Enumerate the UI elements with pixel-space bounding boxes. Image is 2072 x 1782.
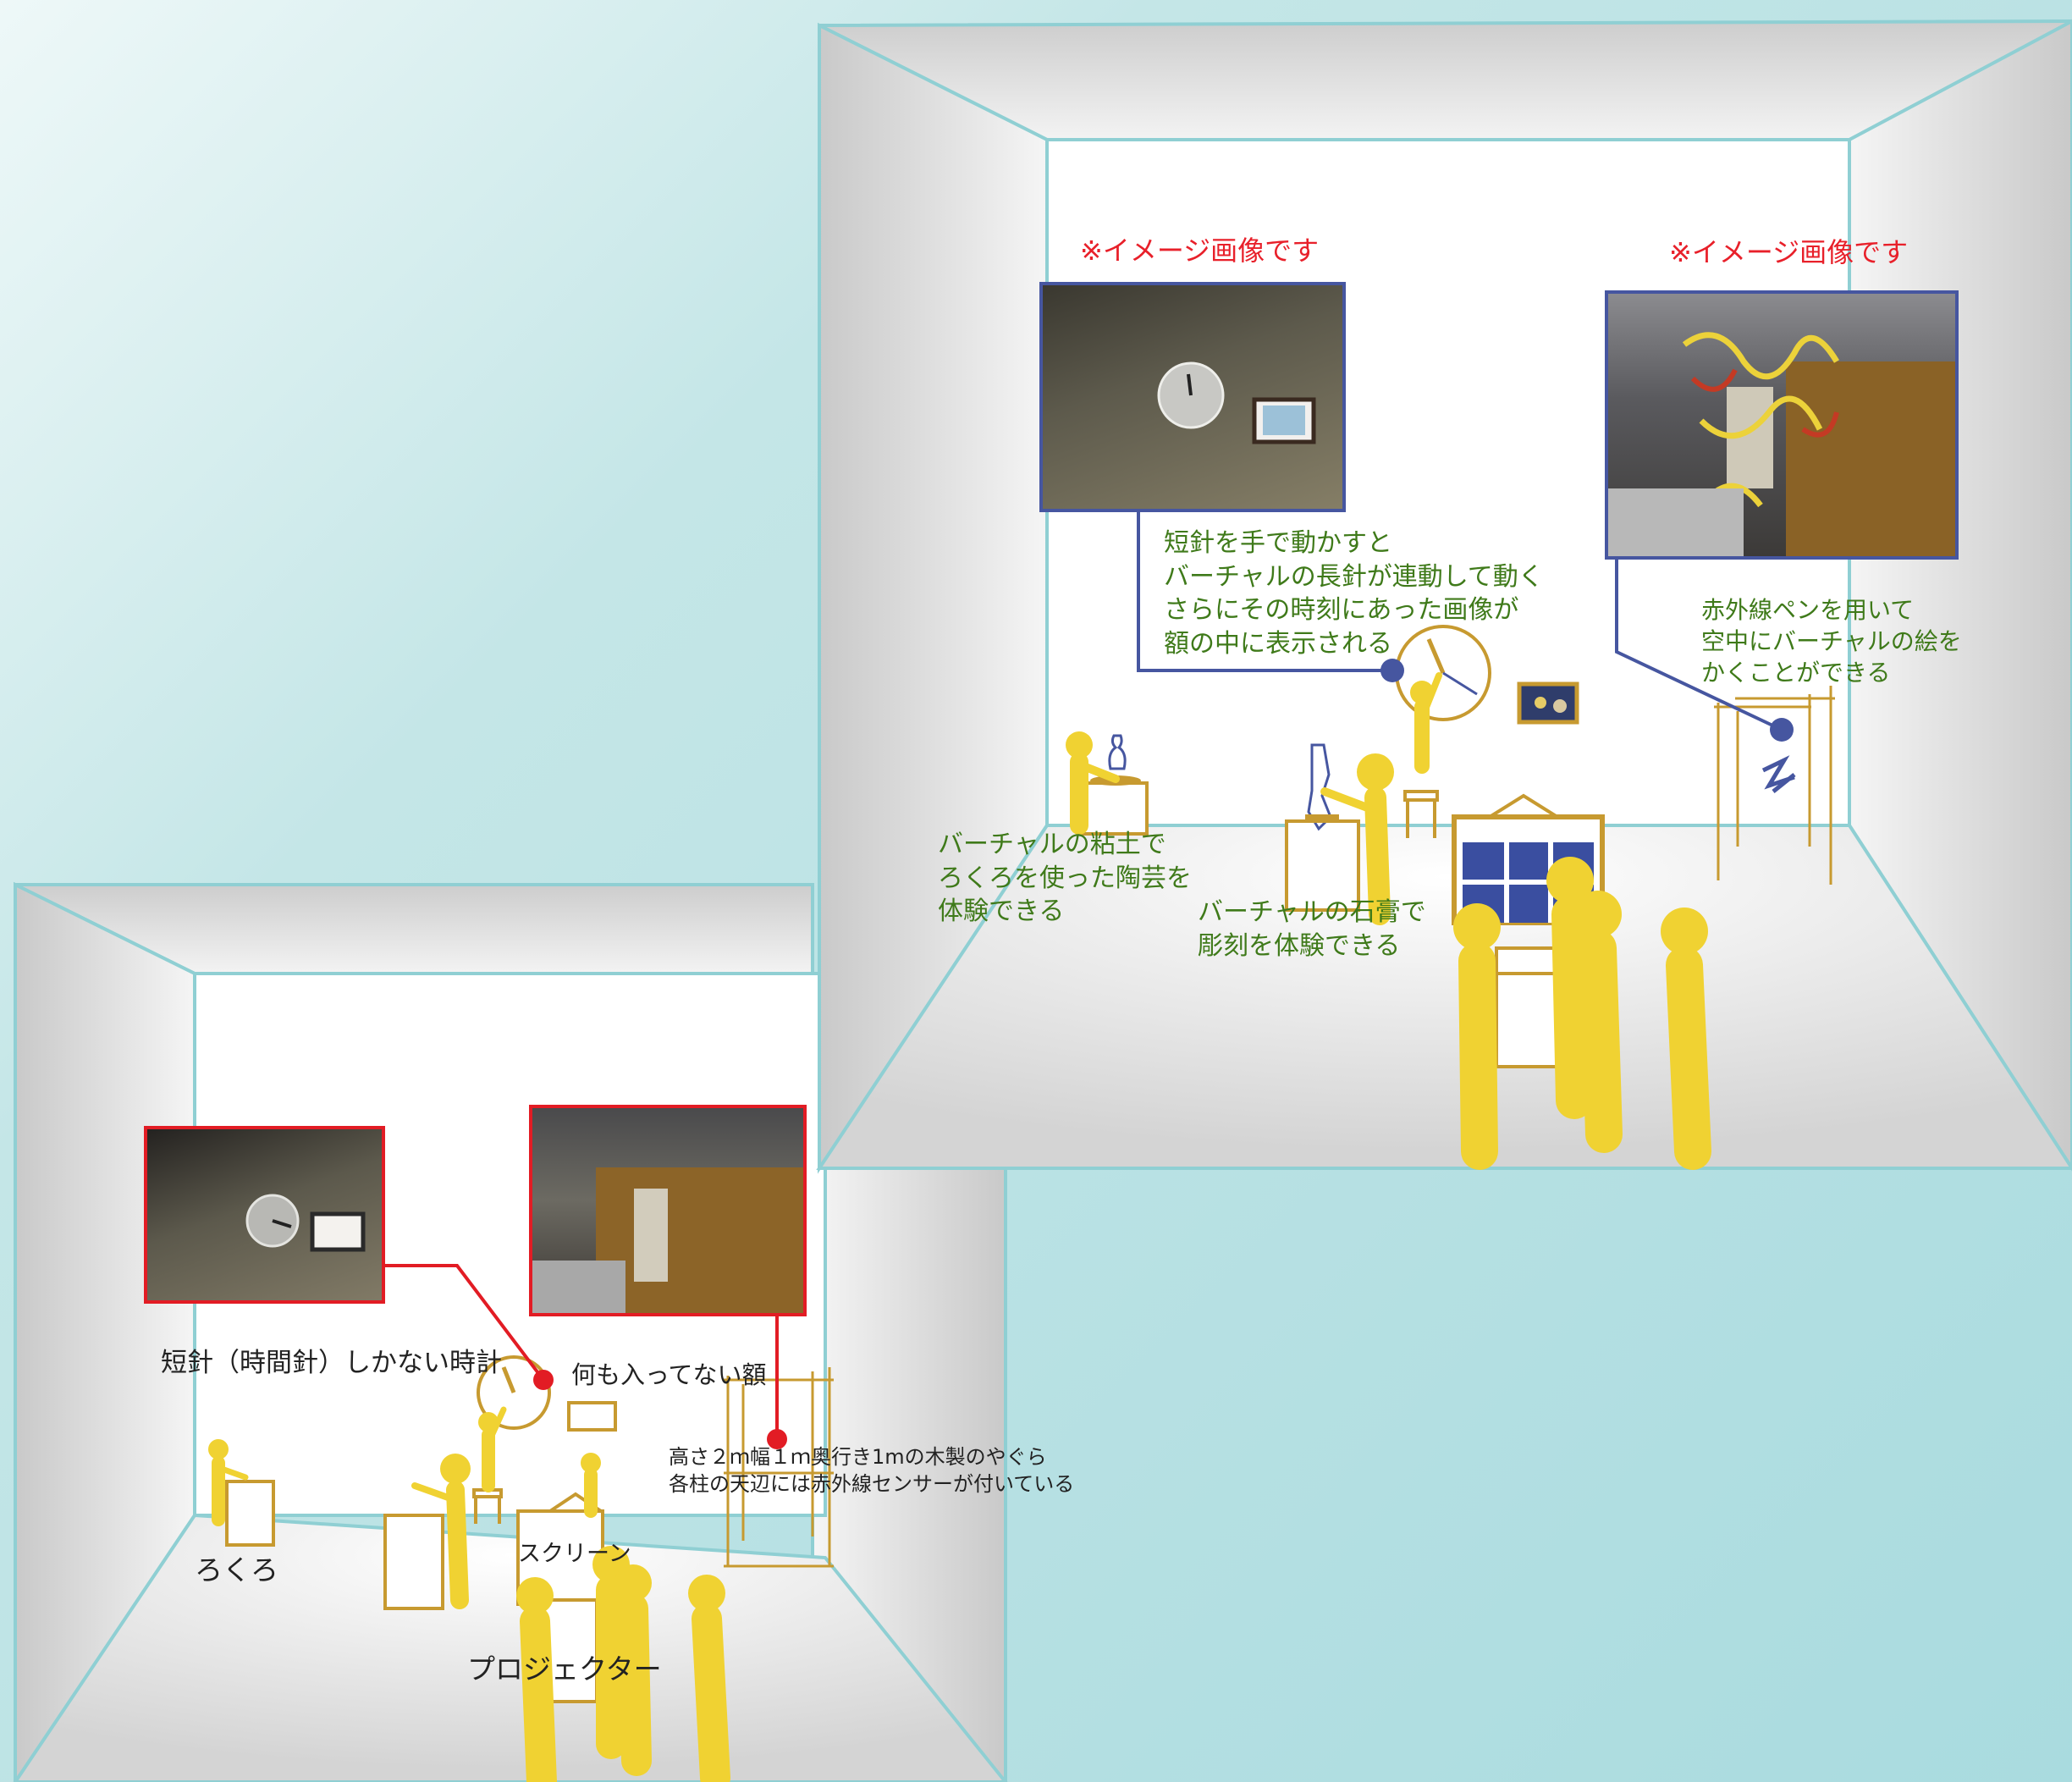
clay-description-line-2: ろくろを使った陶芸を (938, 863, 1192, 893)
visitor-group-setup (516, 1546, 730, 1782)
pen-description-line-1: 赤外線ペンを用いて (1701, 596, 1915, 624)
image-note-left: ※イメージ画像です (1080, 234, 1320, 267)
drawing-photo-virtual (1605, 290, 1959, 560)
visitor-figure-sculpt (1320, 753, 1394, 925)
photo-setup-clock-hand (272, 1219, 292, 1228)
photo-table (1608, 488, 1744, 556)
visitor-figure-clock (1410, 672, 1442, 774)
wall-clock-setup (477, 1355, 551, 1430)
photo-setup-wood-tower (596, 1167, 803, 1313)
image-note-right: ※イメージ画像です (1669, 236, 1909, 268)
setup-figure-back (581, 1453, 601, 1518)
clock-description-line-1: 短針を手で動かすと (1164, 528, 1392, 558)
tower-photo-setup (529, 1105, 807, 1316)
visitor-group-virtual (1453, 857, 1711, 1170)
ir-tower-virtual (1714, 686, 1835, 885)
setup-figure-wheel (208, 1439, 249, 1526)
room-setup-floor (13, 1513, 1008, 1782)
plaster-block-box (383, 1514, 444, 1610)
tower-description-line-1: 高さ２ｍ幅１ｍ奥行き1mの木製のやぐら (669, 1445, 1047, 1469)
pen-description: 赤外線ペンを用いて 空中にバーチャルの絵を かくことができる (1701, 595, 1962, 689)
tower-description: 高さ２ｍ幅１ｍ奥行き1mの木製のやぐら 各柱の天辺には赤外線センサーが付いている (669, 1443, 1074, 1498)
clock-photo-setup (144, 1126, 385, 1304)
pottery-wheel-box (225, 1480, 275, 1547)
photo-frame-picture (1263, 406, 1305, 435)
virtual-drawing-icon (1761, 755, 1796, 793)
clock-description: 短針を手で動かすと バーチャルの長針が連動して動く さらにその時刻にあった画像が… (1164, 527, 1544, 660)
clock-photo-callout-dot (533, 1370, 554, 1390)
sculpture-stand (1285, 743, 1360, 912)
photo-air-drawing-red (1690, 368, 1839, 438)
clay-description-line-3: 体験できる (938, 897, 1065, 927)
plaster-description: バーチャルの石膏で 彫刻を体験できる (1198, 896, 1426, 963)
plaster-description-line-1: バーチャルの石膏で (1198, 897, 1426, 927)
clock-callout-line (1137, 508, 1392, 672)
photo-clock-hand (1187, 373, 1193, 396)
clock-description-line-3: さらにその時刻にあった画像が (1164, 595, 1519, 626)
wheel-label: ろくろ (195, 1553, 278, 1586)
clock-photo-virtual (1039, 282, 1346, 512)
clock-callout-dot (1380, 659, 1404, 682)
wall-frame-virtual (1517, 681, 1579, 725)
visitor-figure-clay (1066, 731, 1120, 835)
empty-frame-setup (567, 1401, 617, 1432)
clock-description-line-4: 額の中に表示される (1164, 628, 1392, 659)
projector-label: プロジェクター (467, 1652, 662, 1685)
setup-figure-clock (478, 1406, 507, 1492)
setup-figure-sculpt (411, 1454, 471, 1609)
plaster-description-line-2: 彫刻を体験できる (1198, 930, 1401, 961)
clock-description-line-2: バーチャルの長針が連動して動く (1164, 561, 1544, 592)
clock-photo-callout-line (385, 1264, 545, 1382)
pen-callout-dot (1770, 718, 1794, 742)
pen-description-line-2: 空中にバーチャルの絵を (1701, 626, 1962, 655)
clay-description: バーチャルの粘土で ろくろを使った陶芸を 体験できる (938, 828, 1192, 929)
tower-description-line-2: 各柱の天辺には赤外線センサーが付いている (669, 1472, 1075, 1497)
pen-callout-line (1615, 559, 1783, 731)
tower-photo-callout-dot (767, 1429, 787, 1449)
photo-setup-person (634, 1189, 668, 1282)
pen-description-line-3: かくことができる (1701, 658, 1891, 687)
screen-label: スクリーン (518, 1541, 631, 1567)
photo-setup-desk (532, 1261, 625, 1313)
photo-wood-wall (1786, 361, 1955, 556)
frame-label: 何も入ってない額 (571, 1360, 767, 1389)
clock-label: 短針（時間針）しかない時計 (161, 1348, 502, 1378)
photo-setup-empty-frame (310, 1211, 366, 1252)
stool-virtual (1403, 790, 1439, 838)
clay-description-line-1: バーチャルの粘土で (938, 830, 1166, 859)
